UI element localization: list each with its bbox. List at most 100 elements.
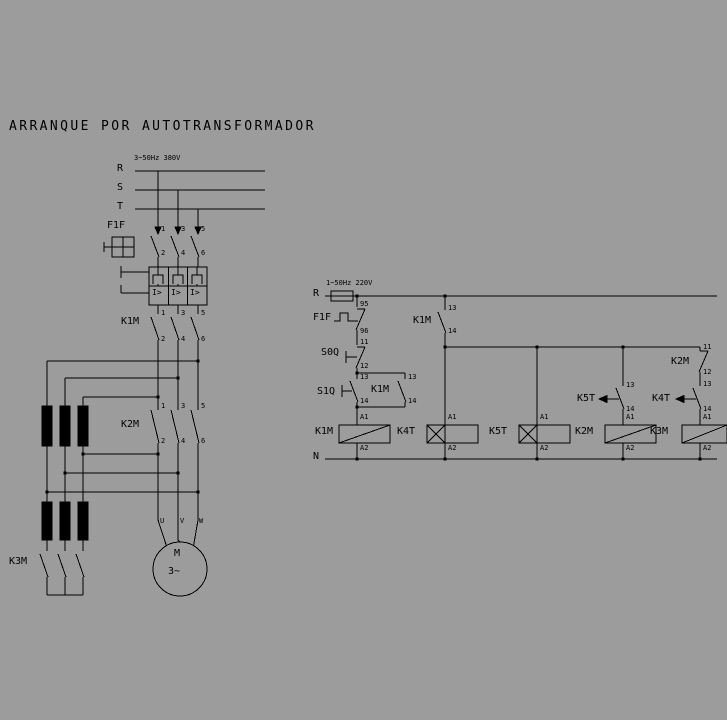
phase-s: S [117,182,124,193]
k2m-p-t3: 3 [181,402,186,410]
k3m-power-label: K3M [9,556,28,567]
k3m-a1: A1 [703,413,712,421]
k1m-aux-13: 13 [408,373,417,381]
s1q-13: 13 [360,373,369,381]
f1f-ctrl-label: F1F [313,312,332,323]
k4t-contact-label: K4T [652,393,671,404]
k1m-p-t1: 1 [161,309,166,317]
control-fuse [330,290,354,302]
junction-dots [45,294,702,494]
s1q-start-button [341,373,359,407]
k1m-p-t6: 6 [201,335,206,343]
k4t-13: 13 [703,380,712,388]
k2m-11: 11 [703,343,712,351]
k3m-a2: A2 [703,444,712,452]
f1f-96: 96 [360,327,369,335]
autotransformer [41,360,198,551]
supply-220v: 1~50Hz 220V [326,279,373,287]
k2m-coil [604,424,657,459]
k2m-power-label: K2M [121,419,140,430]
k3m-coil-label: K3M [650,426,669,437]
motor-u: U [160,517,165,525]
motor [152,443,208,597]
k4t-coil [426,347,479,459]
k5t-coil [518,347,571,459]
k2m-p-t5: 5 [201,402,206,410]
breaker-t6: 6 [201,249,206,257]
k5t-a1: A1 [540,413,549,421]
supply-arrow-3 [194,226,202,236]
k4t-14: 14 [703,405,712,413]
k4t-a1: A1 [448,413,457,421]
k1m-coil [338,407,391,459]
k5t-contact-label: K5T [577,393,596,404]
k1m-aux-label: K1M [371,384,390,395]
supply-lines-rst [135,170,265,236]
trip-i2: I> [171,288,181,297]
k1m-line-contact [437,296,447,347]
s1q-14: 14 [360,397,369,405]
breaker-t4: 4 [181,249,186,257]
breaker-t1: 1 [161,225,166,233]
supply-arrow-1 [154,226,162,236]
k1m-line-label: K1M [413,315,432,326]
f1f-power-label: F1F [107,220,126,231]
k2m-p-t1: 1 [161,402,166,410]
k4t-coil-label: K4T [397,426,416,437]
k1m-a2: A2 [360,444,369,452]
k2m-coil-label: K2M [575,426,594,437]
supply-arrow-2 [174,226,182,236]
k2m-p-t6: 6 [201,437,206,445]
k3m-coil [681,424,727,459]
k5t-14: 14 [626,405,635,413]
breaker-t5: 5 [201,225,206,233]
motor-3ph: 3~ [168,566,181,577]
k2m-nc-label: K2M [671,356,690,367]
phase-r: R [117,163,124,174]
breaker-f1f [103,235,200,294]
trip-block [148,266,208,306]
k1m-p-t3: 3 [181,309,186,317]
k4t-a2: A2 [448,444,457,452]
k1m-p-t5: 5 [201,309,206,317]
k1m-line-13: 13 [448,304,457,312]
k5t-a2: A2 [540,444,549,452]
motor-v: V [180,517,185,525]
ctrl-r: R [313,288,320,299]
k2m-a1: A1 [626,413,635,421]
k4t-timed-contact [674,387,702,425]
k1m-a1: A1 [360,413,369,421]
s0q-label: S0Q [321,347,340,358]
k2m-a2: A2 [626,444,635,452]
s0q-11: 11 [360,338,369,346]
motor-m: M [174,548,181,559]
k5t-13: 13 [626,381,635,389]
k1m-p-t2: 2 [161,335,166,343]
s0q-12: 12 [360,362,369,370]
ctrl-n: N [313,451,320,462]
breaker-t2: 2 [161,249,166,257]
k1m-power-label: K1M [121,316,140,327]
k2m-12: 12 [703,368,712,376]
contactor-k3m-power [39,553,85,596]
trip-i3: I> [190,288,200,297]
supply-380v: 3~50Hz 380V [134,154,181,162]
breaker-t3: 3 [181,225,186,233]
s1q-label: S1Q [317,386,336,397]
k5t-timed-contact [597,347,625,425]
title: ARRANQUE POR AUTOTRANSFORMADOR [9,119,316,134]
k1m-p-t4: 4 [181,335,186,343]
k2m-p-t4: 4 [181,437,186,445]
f1f-aux-contact [334,296,366,345]
k1m-holding-contact [357,372,407,408]
motor-w: W [199,517,204,525]
k2m-p-t2: 2 [161,437,166,445]
contactor-k1m-power [150,305,200,410]
trip-i1: I> [152,288,162,297]
k1m-line-14: 14 [448,327,457,335]
k2m-nc-contact [698,347,709,386]
control-r-line [325,290,717,302]
phase-t: T [117,201,124,212]
